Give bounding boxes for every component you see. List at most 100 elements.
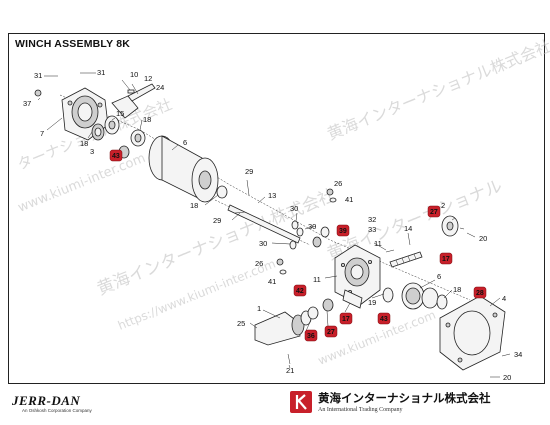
- highlighted-callouts: 43 27 39 17 42 17 43 28 36 27: [109, 149, 487, 342]
- highlight-42: 42: [296, 288, 304, 295]
- watermark-line-6: 黄海インターナショナル株式会社: [324, 36, 550, 144]
- highlight-17b: 17: [342, 316, 350, 323]
- part-34-bolt: [501, 353, 511, 357]
- part-18-bushing-drum: [216, 185, 228, 199]
- callout-3: 3: [90, 147, 94, 156]
- callout-15: 15: [116, 109, 124, 118]
- part-24-lever: [127, 83, 156, 102]
- highlight-box-43a: [109, 149, 123, 162]
- diagram-title: WINCH ASSEMBLY 8K: [15, 38, 131, 50]
- callout-18b: 18: [80, 139, 88, 148]
- part-20-screw-upper: [466, 232, 476, 238]
- jerrdan-subtitle: An Oshkosh Corporation Company: [22, 408, 92, 413]
- highlight-box-28: [473, 286, 487, 299]
- callout-25: 25: [237, 319, 245, 328]
- callout-10: 10: [130, 70, 138, 79]
- part-14-worm-shaft: [389, 251, 423, 268]
- part-3-bearing: [91, 123, 105, 141]
- highlight-28: 28: [476, 290, 484, 297]
- callout-21: 21: [286, 366, 294, 375]
- highlight-box-17a: [439, 252, 453, 265]
- highlight-43a: 43: [112, 153, 120, 160]
- part-25-motor: [254, 311, 305, 346]
- callout-33: 33: [368, 225, 376, 234]
- part-29-pins: [234, 179, 250, 214]
- callout-41b: 41: [268, 277, 276, 286]
- kiumi-mark-icon: [290, 390, 312, 413]
- highlight-box-27a: [427, 205, 441, 218]
- callout-32: 32: [368, 215, 376, 224]
- callout-18a: 18: [143, 115, 151, 124]
- part-37-pin: [34, 89, 42, 97]
- callout-24: 24: [156, 83, 164, 92]
- part-13-shaft: [227, 204, 301, 244]
- callout-30b: 30: [308, 222, 316, 231]
- callout-20b: 20: [503, 373, 511, 382]
- kiumi-logo: 黄海インターナショナル株式会社 An International Trading…: [290, 390, 491, 413]
- company-name-jp: 黄海インターナショナル株式会社: [318, 391, 491, 405]
- highlight-39: 39: [339, 228, 347, 235]
- highlight-box-27b: [324, 325, 338, 338]
- part-4-cover: [439, 295, 506, 371]
- part-32-33-washers: [312, 226, 330, 248]
- part-15-clutch: [111, 95, 139, 119]
- highlight-43b: 43: [380, 316, 388, 323]
- callout-18c: 18: [190, 201, 198, 210]
- part-21-bolt: [287, 353, 291, 365]
- part-11-key: [385, 249, 395, 253]
- callout-6b: 6: [437, 272, 441, 281]
- callout-12: 12: [144, 74, 152, 83]
- part-18-bushing-upper: [130, 129, 146, 147]
- callout-26a: 26: [334, 179, 342, 188]
- callout-11a: 11: [374, 239, 382, 248]
- highlight-36: 36: [307, 333, 315, 340]
- highlight-27b: 27: [327, 329, 335, 336]
- callout-20a: 20: [479, 234, 487, 243]
- highlight-box-43b: [377, 312, 391, 325]
- callout-26b: 26: [255, 259, 263, 268]
- part-18-hub-right: [436, 294, 448, 310]
- watermark-line-7: www.kiumi-inter.com: [316, 308, 438, 368]
- callout-29b: 29: [213, 216, 221, 225]
- highlight-box-17b: [339, 312, 353, 325]
- highlight-box-39: [336, 224, 350, 237]
- diagram-frame: [8, 33, 545, 384]
- part-35-bracket: [342, 289, 363, 309]
- part-27-ring-lower: [322, 298, 334, 312]
- leader-lines: [37, 72, 501, 369]
- part-26-41-fasteners: [276, 188, 337, 275]
- part-2-cap: [441, 215, 459, 237]
- callout-14: 14: [404, 224, 412, 233]
- callout-41a: 41: [345, 195, 353, 204]
- callout-2: 2: [441, 201, 445, 210]
- callout-13: 13: [268, 191, 276, 200]
- highlight-17a: 17: [442, 256, 450, 263]
- company-name-en: An International Trading Company: [318, 407, 403, 413]
- callout-31b: 31: [97, 68, 105, 77]
- callout-37: 37: [23, 99, 31, 108]
- callout-29a: 29: [245, 167, 253, 176]
- part-30-spacers: [289, 220, 304, 250]
- callout-30c: 30: [259, 239, 267, 248]
- callout-6: 6: [183, 138, 187, 147]
- part-6-gear: [401, 282, 439, 310]
- part-10-12-pins: [121, 79, 139, 95]
- callout-31a: 31: [34, 71, 42, 80]
- highlight-box-36: [304, 329, 318, 342]
- part-31-bolts: [48, 72, 92, 77]
- jerrdan-brand: JERR-DAN: [12, 393, 81, 408]
- callout-1: 1: [257, 304, 261, 313]
- callout-30a: 30: [290, 204, 298, 213]
- callout-7: 7: [40, 129, 44, 138]
- part-19-washer: [382, 287, 394, 303]
- callout-4: 4: [502, 294, 506, 303]
- callout-18d: 18: [453, 285, 461, 294]
- callout-19: 19: [368, 298, 376, 307]
- highlight-box-42: [293, 284, 307, 297]
- highlight-27a: 27: [430, 209, 438, 216]
- part-6-drum: [148, 135, 219, 203]
- callout-34: 34: [514, 350, 522, 359]
- jerrdan-logo: JERR-DAN An Oshkosh Corporation Company: [12, 393, 92, 413]
